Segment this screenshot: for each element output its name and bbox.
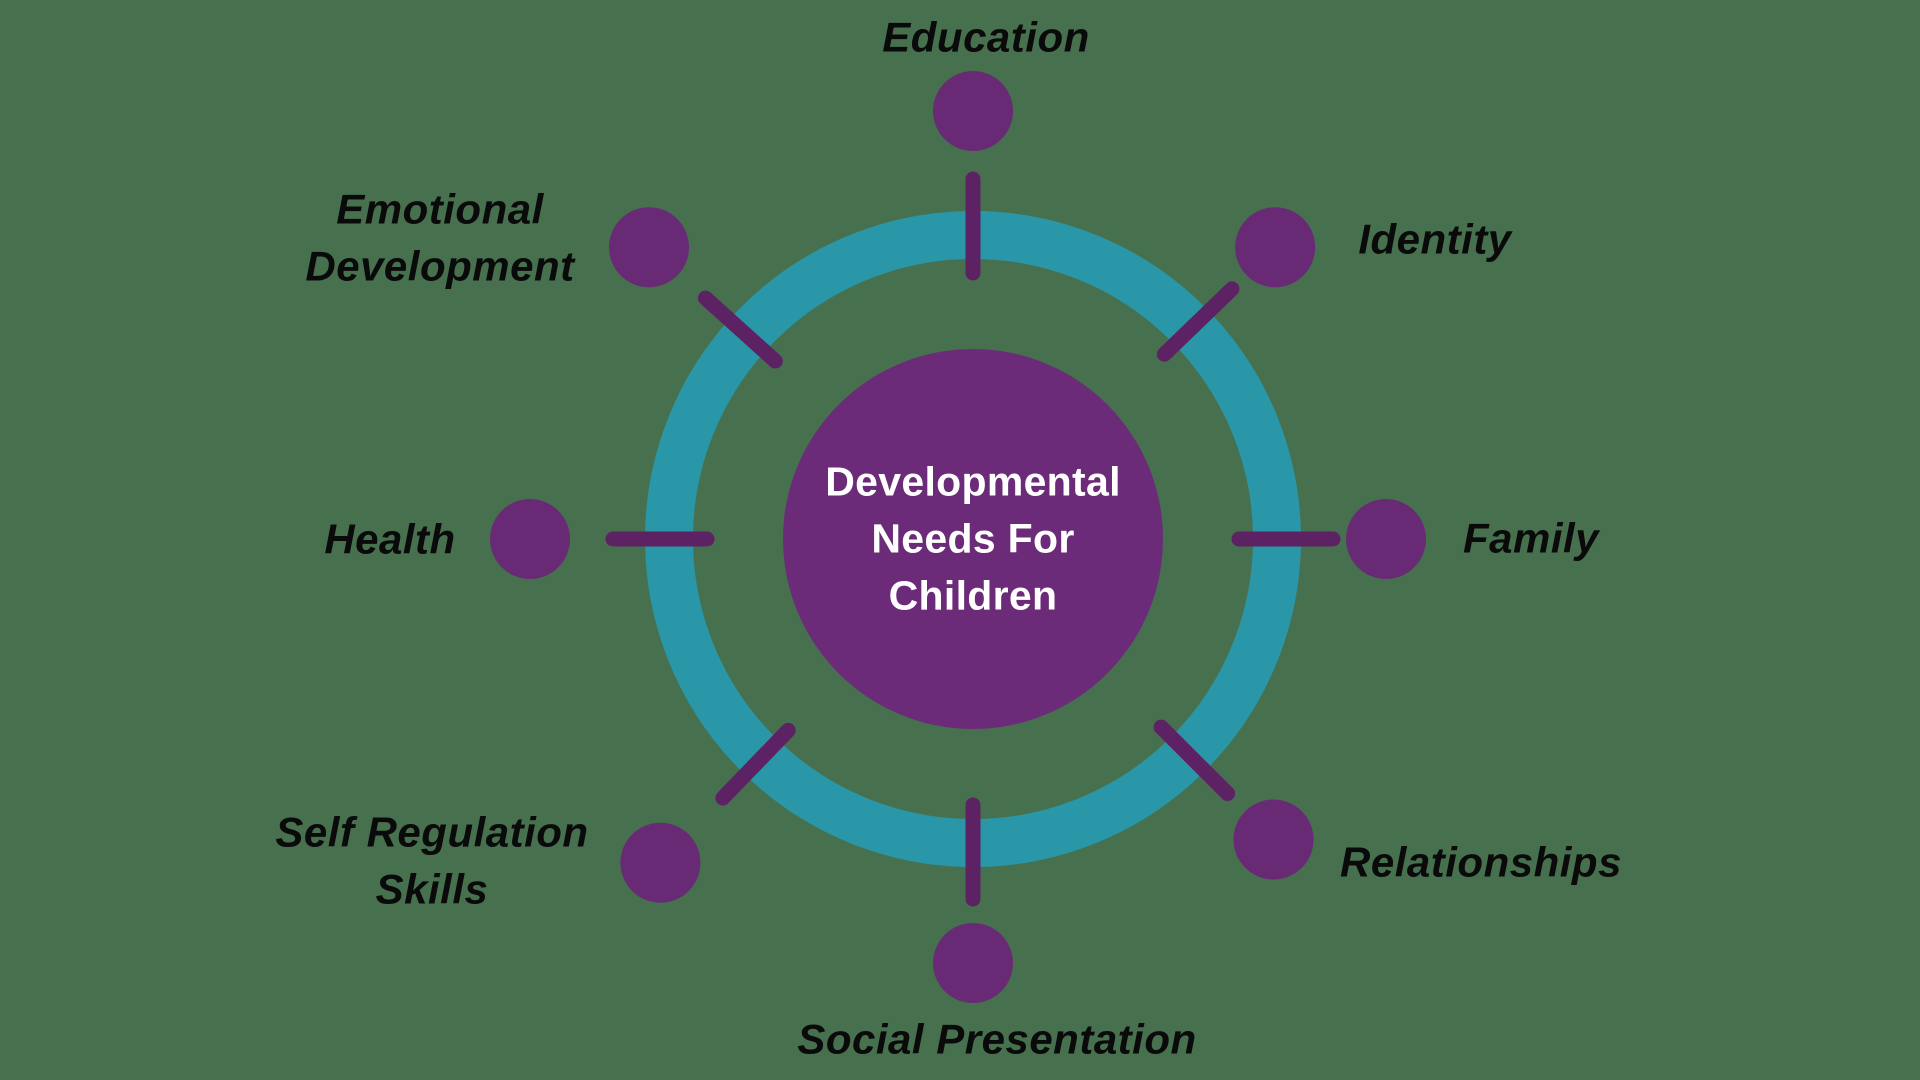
node-dot-self-regulation-skills [620,822,701,903]
node-dot-education [933,71,1013,151]
spoke-tick-emotional-development [697,290,783,369]
spoke-tick-self-regulation-skills [715,722,796,806]
node-dot-relationships [1233,799,1314,880]
label-health: Health [324,515,456,563]
node-dot-family [1346,499,1426,579]
label-education: Education [882,13,1090,61]
label-social-presentation: Social Presentation [797,1015,1197,1063]
label-identity: Identity [1358,215,1512,263]
node-dot-social-presentation [933,923,1013,1003]
label-relationships: Relationships [1340,838,1622,886]
spoke-tick-relationships [1153,719,1236,802]
node-dot-health [490,499,570,579]
node-dot-identity [1235,207,1316,288]
label-emotional-development: Emotional Development [305,185,575,289]
spoke-tick-identity [1156,281,1240,362]
label-self-regulation-skills: Self Regulation Skills [275,808,589,912]
center-title: Developmental Needs For Children [825,458,1121,619]
center-circle [783,349,1163,729]
node-dot-emotional-development [608,207,689,288]
label-family: Family [1462,514,1600,562]
